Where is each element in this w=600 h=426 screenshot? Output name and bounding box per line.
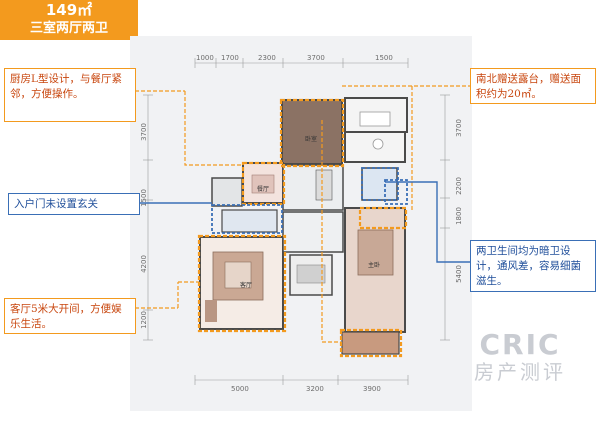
dim-top-1: 1000 xyxy=(196,54,214,62)
dim-top-4: 3700 xyxy=(307,54,325,62)
dim-top-2: 1700 xyxy=(221,54,239,62)
note-bathrooms: 两卫生间均为暗卫设计，通风差，容易细菌滋生。 xyxy=(470,240,596,292)
dim-bottom-1: 5000 xyxy=(231,385,249,393)
note-entrance: 入户门未设置玄关 xyxy=(8,193,140,215)
orange-highlights xyxy=(197,98,408,358)
dim-bottom-3: 3900 xyxy=(363,385,381,393)
room-label-bedroom-top: 卧室 xyxy=(305,136,318,143)
layout-label: 三室两厅两卫 xyxy=(29,21,108,36)
note-terrace: 南北赠送露台，赠送面积约为20㎡。 xyxy=(470,68,596,104)
area-label: 149㎡ xyxy=(45,1,93,19)
watermark: CRIC 房产测评 xyxy=(445,328,595,385)
room-label-master: 主卧 xyxy=(368,262,381,269)
watermark-sub: 房产测评 xyxy=(474,360,566,384)
dim-top-3: 2300 xyxy=(258,54,276,62)
dimension-lines xyxy=(143,58,450,385)
room-label-dining: 餐厅 xyxy=(257,186,270,193)
orange-leader-lines xyxy=(135,85,470,343)
dim-bottom-2: 3200 xyxy=(306,385,324,393)
dim-top-5: 1500 xyxy=(375,54,393,62)
note-kitchen: 厨房L型设计，与餐厅紧邻，方便操作。 xyxy=(4,68,136,122)
room-label-living: 客厅 xyxy=(240,282,253,289)
blue-highlights xyxy=(211,167,408,234)
blue-leader-lines xyxy=(140,181,470,263)
rooms xyxy=(199,97,408,355)
watermark-brand: CRIC xyxy=(479,328,561,361)
title-badge: 149㎡ 三室两厅两卫 xyxy=(0,0,138,40)
note-living: 客厅5米大开间，方便娱乐生活。 xyxy=(4,298,136,334)
